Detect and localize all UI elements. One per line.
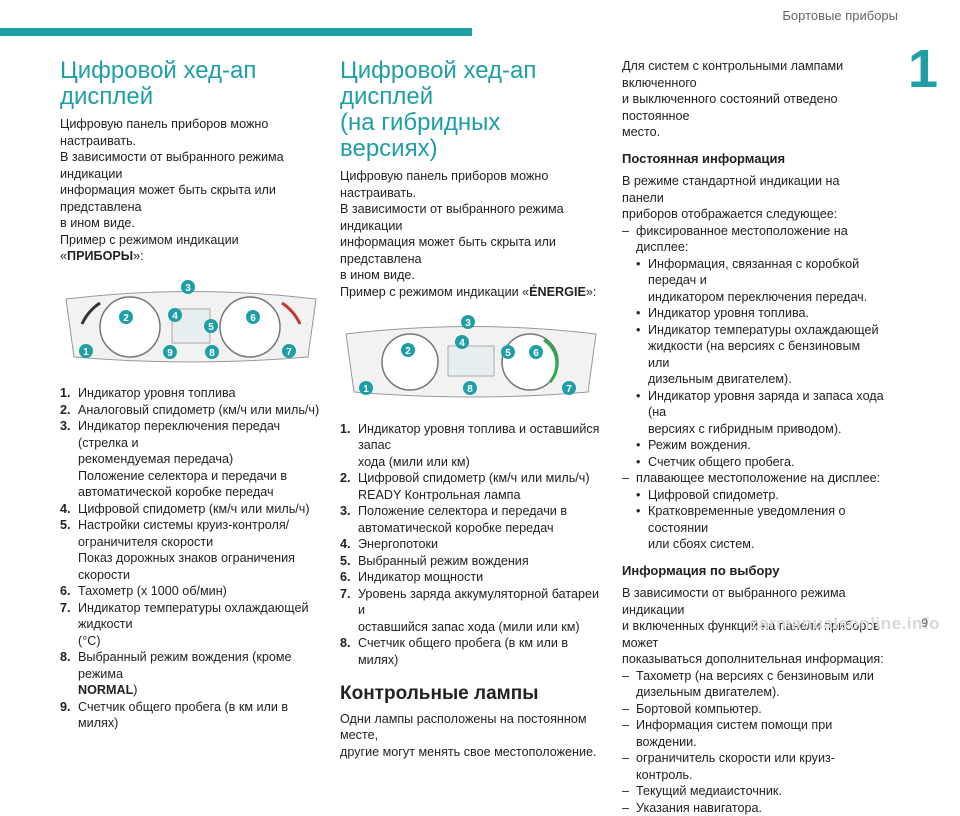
heading-permanent-info: Постоянная информация [622, 151, 884, 168]
dash-item: – Информация систем помощи при вождении. [622, 717, 884, 750]
column-2: Цифровой хед-ап дисплей(на гибридных вер… [340, 58, 602, 760]
svg-text:6: 6 [533, 348, 539, 359]
column-3: Для систем с контрольными лампами включе… [622, 58, 884, 816]
example-line: Пример с режимом индикации «ПРИБОРЫ»: [60, 232, 322, 265]
legend-item: 2.Цифровой спидометр (км/ч или миль/ч)RE… [340, 470, 602, 503]
legend-item: 2.Аналоговый спидометр (км/ч или миль/ч) [60, 402, 322, 419]
svg-text:7: 7 [566, 384, 572, 395]
intro-text: Цифровую панель приборов можно настраива… [340, 168, 602, 284]
callout-badge: 7 [562, 381, 576, 395]
dash-item: – Указания навигатора. [622, 800, 884, 816]
dash-item: – Бортовой компьютер. [622, 701, 884, 718]
callout-badge: 5 [501, 345, 515, 359]
svg-text:1: 1 [363, 384, 369, 395]
legend-item: 9.Счетчик общего пробега (в км или в мил… [60, 699, 322, 732]
svg-text:2: 2 [123, 313, 129, 324]
dash-item: – ограничитель скорости или круиз-контро… [622, 750, 884, 783]
dash-item: – плавающее местоположение на дисплее: [622, 470, 884, 487]
callout-badge: 2 [119, 310, 133, 324]
heading-optional-info: Информация по выбору [622, 563, 884, 580]
page-number: 9 [921, 616, 928, 630]
legend-item: 4.Энергопотоки [340, 536, 602, 553]
callout-badge: 4 [455, 335, 469, 349]
heading-warning-lamps: Контрольные лампы [340, 686, 602, 703]
svg-text:5: 5 [208, 322, 214, 333]
legend-item: 4.Цифровой спидометр (км/ч или миль/ч) [60, 501, 322, 518]
lamps-text: Одни лампы расположены на постоянном мес… [340, 711, 602, 761]
callout-badge: 7 [282, 344, 296, 358]
column-1: Цифровой хед-ап дисплей Цифровую панель … [60, 58, 322, 732]
fixed-bullets: Информация, связанная с коробкой передач… [622, 256, 884, 471]
svg-text:8: 8 [467, 384, 473, 395]
intro-text: Цифровую панель приборов можно настраива… [60, 116, 322, 232]
callout-badge: 5 [204, 319, 218, 333]
legend-item: 8.Выбранный режим вождения (кроме режима… [60, 649, 322, 699]
svg-text:1: 1 [83, 347, 89, 358]
legend-item: 6.Индикатор мощности [340, 569, 602, 586]
svg-text:4: 4 [459, 338, 465, 349]
legend-item: 6.Тахометр (x 1000 об/мин) [60, 583, 322, 600]
dash-item: – Текущий медиаисточник. [622, 783, 884, 800]
callout-badge: 9 [163, 345, 177, 359]
svg-text:8: 8 [209, 348, 215, 359]
bullet-item: Счетчик общего пробега. [622, 454, 884, 471]
callout-badge: 2 [401, 343, 415, 357]
hybrid-cluster-figure: 1 2 3 4 5 6 7 8 [340, 314, 602, 404]
chapter-number: 1 [908, 42, 938, 96]
legend-item: 1.Индикатор уровня топлива и оставшийся … [340, 421, 602, 471]
callout-badge: 3 [181, 280, 195, 294]
legend-item: 7.Уровень заряда аккумуляторной батареи … [340, 586, 602, 636]
example-line: Пример с режимом индикации «ÉNERGIE»: [340, 284, 602, 301]
svg-text:9: 9 [167, 348, 173, 359]
svg-text:2: 2 [405, 346, 411, 357]
section-title: Бортовые приборы [782, 8, 898, 23]
heading-hybrid-display: Цифровой хед-ап дисплей(на гибридных вер… [340, 58, 602, 162]
heading-digital-display: Цифровой хед-ап дисплей [60, 58, 322, 110]
intro-text: Для систем с контрольными лампами включе… [622, 58, 884, 141]
instrument-cluster-figure: 1 2 3 4 5 6 7 8 9 [60, 279, 322, 369]
header-bar [0, 28, 472, 36]
svg-text:7: 7 [286, 347, 292, 358]
callout-badge: 1 [359, 381, 373, 395]
legend-item: 5.Выбранный режим вождения [340, 553, 602, 570]
legend-item: 1.Индикатор уровня топлива [60, 385, 322, 402]
callout-badge: 6 [529, 345, 543, 359]
callout-badge: 8 [205, 345, 219, 359]
svg-text:6: 6 [250, 313, 256, 324]
bullet-item: Цифровой спидометр. [622, 487, 884, 504]
callout-badge: 4 [168, 308, 182, 322]
callout-badge: 8 [463, 381, 477, 395]
bullet-item: Индикатор уровня заряда и запаса хода (н… [622, 388, 884, 438]
svg-text:3: 3 [465, 318, 471, 329]
callout-badge: 3 [461, 315, 475, 329]
float-bullets: Цифровой спидометр.Кратковременные уведо… [622, 487, 884, 553]
legend-item: 3.Индикатор переключения передач (стрелк… [60, 418, 322, 501]
svg-text:3: 3 [185, 283, 191, 294]
legend-list: 1.Индикатор уровня топлива и оставшийся … [340, 421, 602, 669]
callout-badge: 1 [79, 344, 93, 358]
callout-badge: 6 [246, 310, 260, 324]
svg-text:4: 4 [172, 311, 178, 322]
watermark: carmanualsonline.info [749, 614, 940, 634]
bullet-item: Индикатор температуры охлаждающейжидкост… [622, 322, 884, 388]
bullet-item: Кратковременные уведомления о состояниии… [622, 503, 884, 553]
bullet-item: Режим вождения. [622, 437, 884, 454]
legend-item: 5.Настройки системы круиз-контроля/огран… [60, 517, 322, 583]
dash-item: – фиксированное местоположение на диспле… [622, 223, 884, 256]
svg-text:5: 5 [505, 348, 511, 359]
legend-item: 7.Индикатор температуры охлаждающей жидк… [60, 600, 322, 650]
bullet-item: Индикатор уровня топлива. [622, 305, 884, 322]
std-intro: В режиме стандартной индикации на панели… [622, 173, 884, 223]
bullet-item: Информация, связанная с коробкой передач… [622, 256, 884, 306]
